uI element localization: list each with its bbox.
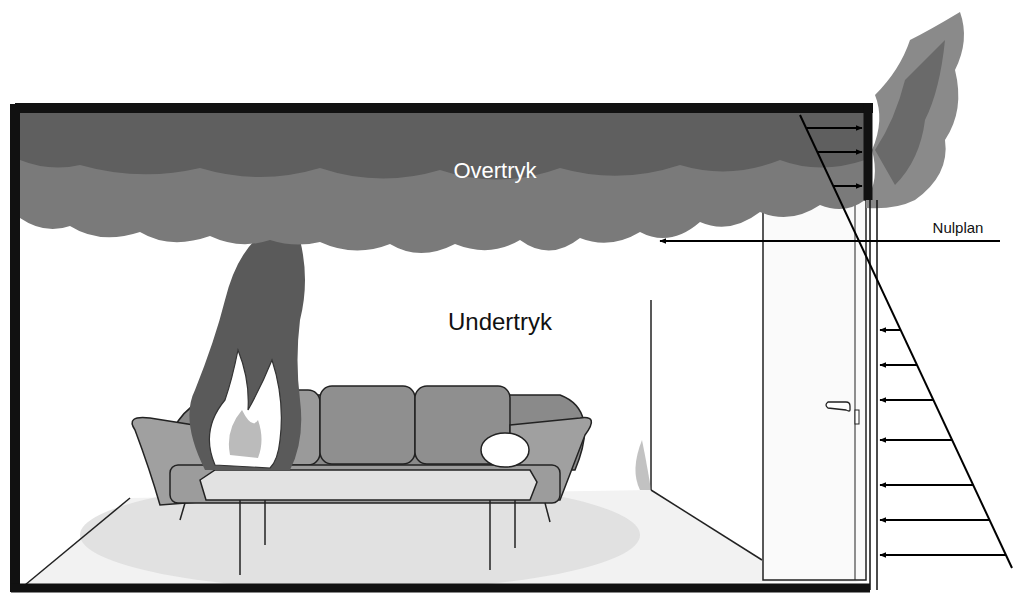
escaping-smoke bbox=[866, 12, 964, 208]
pressure-arrows bbox=[807, 128, 1006, 555]
fire-plume bbox=[189, 240, 305, 470]
flame bbox=[209, 350, 281, 468]
wall-corner bbox=[650, 300, 652, 490]
label-holder: Nulplan bbox=[933, 219, 984, 237]
door-frame bbox=[855, 200, 856, 580]
keyhole bbox=[855, 410, 859, 424]
door bbox=[763, 200, 866, 580]
zone-label: Overtryk bbox=[453, 158, 536, 183]
smoke-layer bbox=[20, 113, 865, 253]
label-holder: Overtryk bbox=[453, 158, 536, 183]
label-holder: Undertryk bbox=[448, 308, 552, 336]
floor-edge bbox=[25, 498, 130, 585]
floor-edge bbox=[651, 490, 762, 560]
smoke-dark bbox=[20, 113, 865, 180]
corner-soot bbox=[635, 440, 651, 490]
neutral-plane-arrow bbox=[660, 240, 1000, 242]
door-handle bbox=[826, 402, 850, 411]
flame-core bbox=[229, 410, 262, 458]
zone-label: Undertryk bbox=[448, 308, 552, 336]
coffee-table bbox=[200, 470, 537, 575]
room-walls bbox=[11, 104, 877, 592]
escaping-smoke-dark bbox=[875, 40, 945, 185]
plane-label: Nulplan bbox=[933, 219, 984, 236]
pressure-profile bbox=[800, 115, 1012, 568]
